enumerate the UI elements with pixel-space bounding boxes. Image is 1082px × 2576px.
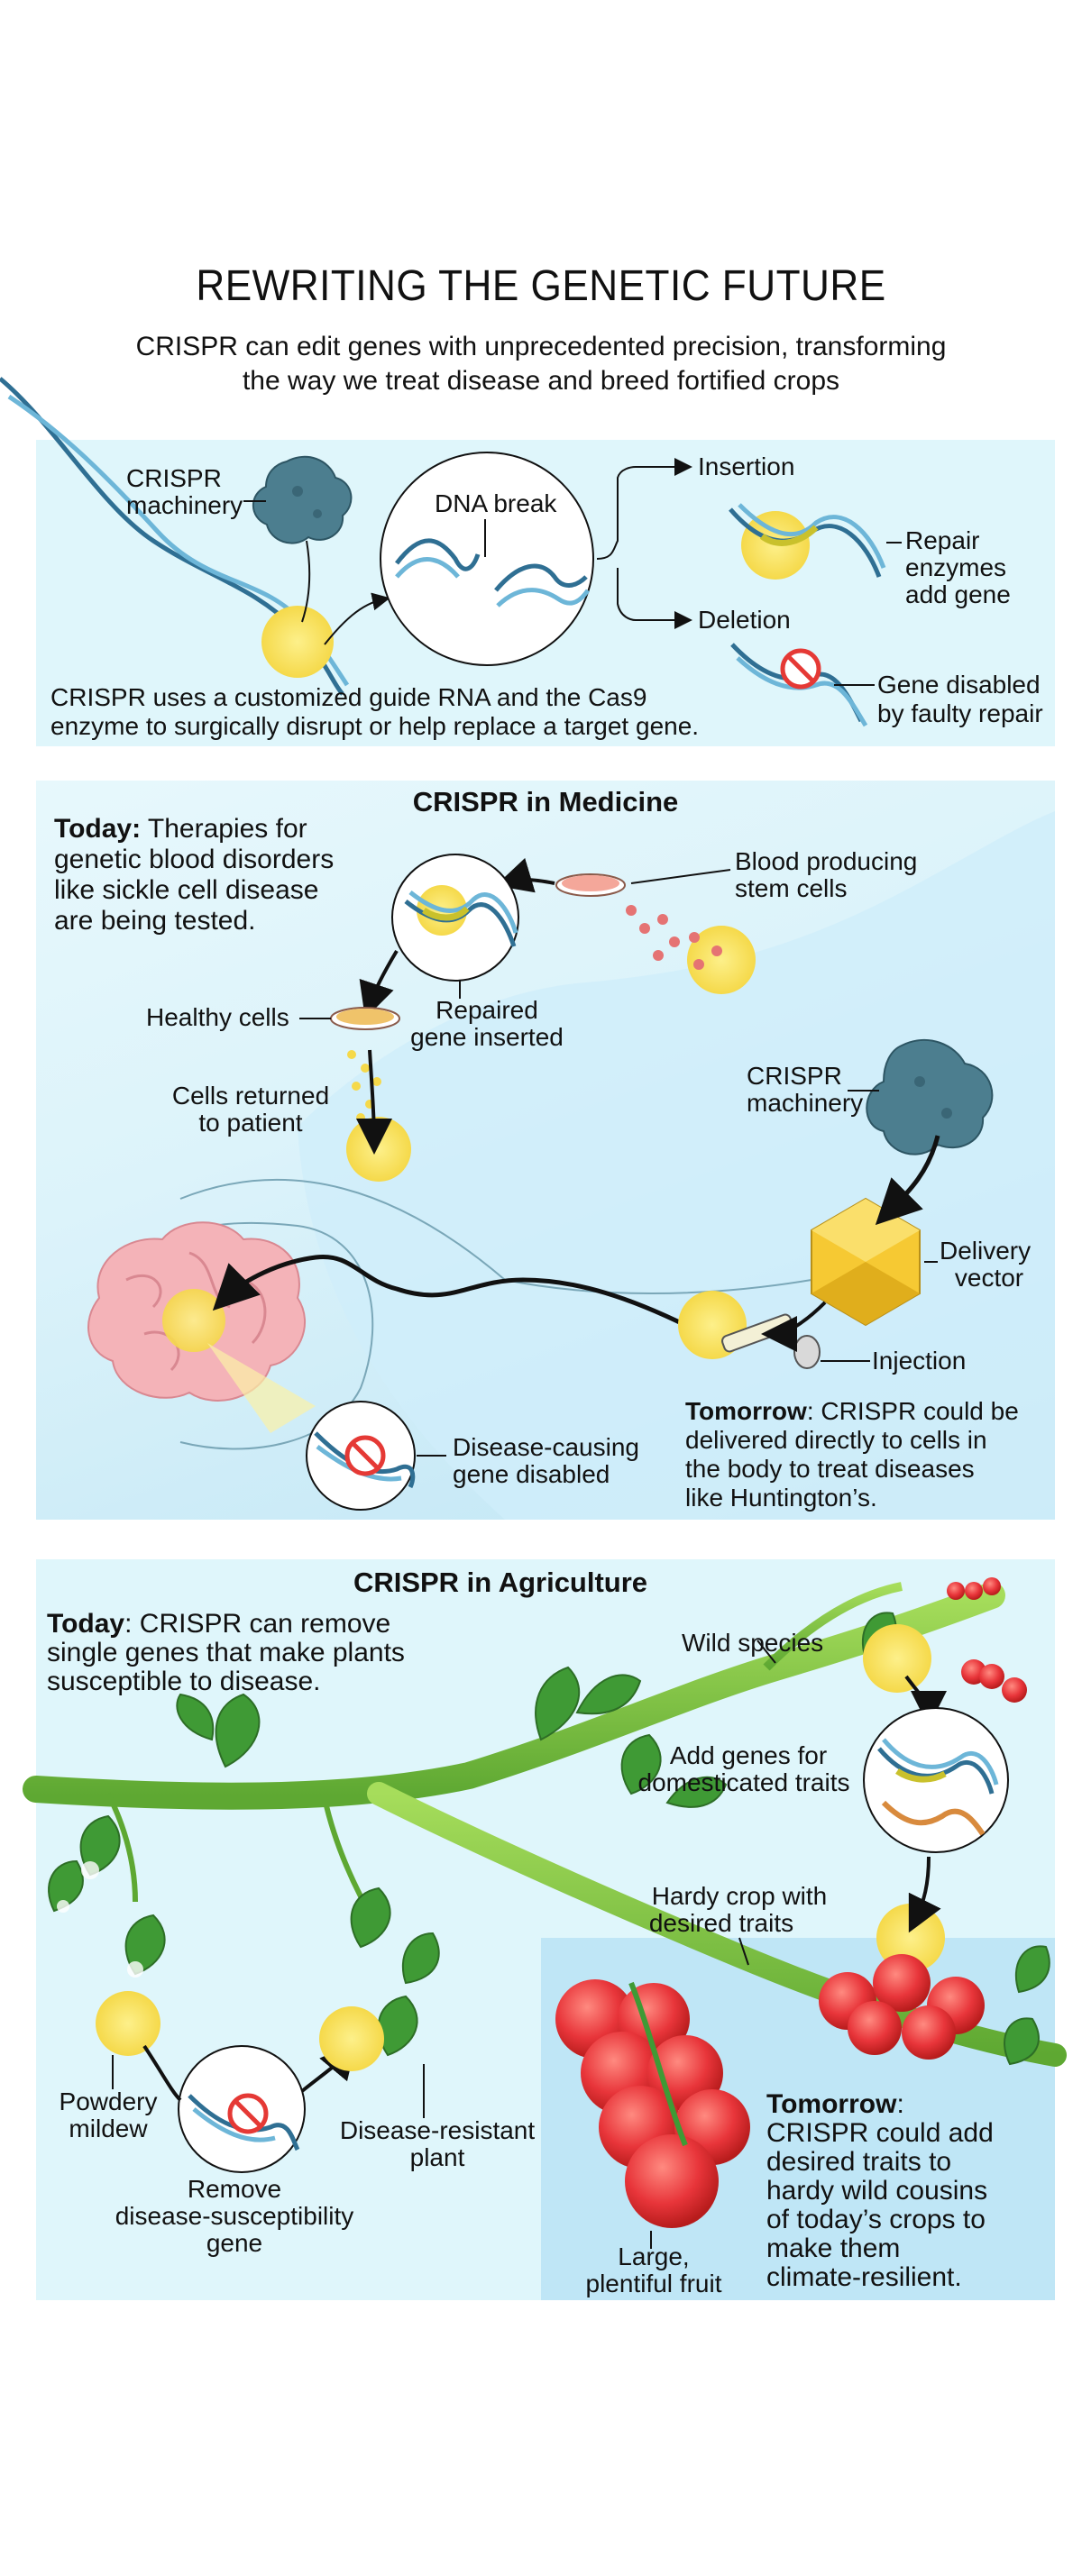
tomato-icon xyxy=(819,1954,985,2060)
delivery-vector-label-2: vector xyxy=(954,1264,1024,1292)
blood-cells-label-2: stem cells xyxy=(735,874,848,902)
highlight-spot xyxy=(863,1624,931,1693)
large-fruit-label-2: plentiful fruit xyxy=(585,2270,722,2297)
dna-break-zoom-circle xyxy=(380,452,594,666)
remove-gene-label-2: disease-susceptibility xyxy=(115,2202,354,2230)
panel1-caption-line2: enzyme to surgically disrupt or help rep… xyxy=(50,712,700,740)
dna-break-label: DNA break xyxy=(435,489,557,517)
agriculture-today-line2: single genes that make plants xyxy=(47,1638,405,1667)
wild-species-label: Wild species xyxy=(682,1629,824,1657)
agriculture-tomorrow-line7: climate-resilient. xyxy=(766,2262,962,2292)
medicine-tomorrow-line2: delivered directly to cells in xyxy=(685,1426,987,1454)
panel1-caption-line1: CRISPR uses a customized guide RNA and t… xyxy=(50,683,647,711)
highlight-spot xyxy=(96,1991,160,2056)
hardy-crop-label-1: Hardy crop with xyxy=(651,1882,828,1910)
medicine-today-line1: Today: Therapies for xyxy=(54,814,307,844)
leaf-icon xyxy=(48,1612,1050,2066)
large-fruit-label-1: Large, xyxy=(618,2243,690,2270)
medicine-tomorrow-line1: Tomorrow: CRISPR could be xyxy=(685,1397,1019,1425)
repair-label-1: Repair xyxy=(905,526,980,554)
insertion-label: Insertion xyxy=(698,452,795,480)
deletion-label: Deletion xyxy=(698,606,791,634)
medicine-tomorrow-line4: like Huntington’s. xyxy=(685,1484,877,1512)
disease-resistant-label-2: plant xyxy=(409,2143,465,2171)
remove-gene-label-3: gene xyxy=(206,2229,263,2257)
agriculture-tomorrow-line2: CRISPR could add xyxy=(766,2118,994,2148)
petri-dish-icon xyxy=(330,1007,400,1030)
medicine-today-line4: are being tested. xyxy=(54,906,256,936)
delivery-vector-label-1: Delivery xyxy=(940,1237,1032,1265)
page-title: REWRITING THE GENETIC FUTURE xyxy=(196,262,886,310)
gene-disabled-label-1: Gene disabled xyxy=(877,671,1041,699)
hardy-crop-label-2: desired traits xyxy=(648,1909,794,1937)
agriculture-tomorrow-line6: make them xyxy=(766,2233,901,2263)
agriculture-today-line3: susceptible to disease. xyxy=(47,1667,321,1696)
page-subtitle-line1: CRISPR can edit genes with unprecedented… xyxy=(135,332,947,361)
tomato-icon xyxy=(555,1979,750,2228)
no-symbol-icon xyxy=(780,648,821,690)
crispr-machinery-label-3: CRISPR xyxy=(747,1062,842,1090)
highlight-spot xyxy=(346,1117,411,1182)
agriculture-tomorrow-line5: of today’s crops to xyxy=(766,2205,986,2234)
powdery-mildew-label-2: mildew xyxy=(69,2115,148,2142)
repaired-dna-icon xyxy=(729,503,886,580)
medicine-today-line2: genetic blood disorders xyxy=(54,845,335,874)
repaired-gene-label-2: gene inserted xyxy=(410,1023,564,1051)
add-genes-label-1: Add genes for xyxy=(669,1741,828,1769)
highlight-spot xyxy=(319,2006,384,2071)
medicine-today-line3: like sickle cell disease xyxy=(54,875,319,905)
agriculture-title: CRISPR in Agriculture xyxy=(353,1567,648,1598)
highlight-spot xyxy=(687,926,756,994)
repair-label-2: enzymes xyxy=(905,553,1007,581)
remove-gene-label-1: Remove xyxy=(187,2175,282,2203)
crispr-machinery-label-4: machinery xyxy=(747,1089,864,1117)
highlight-spot xyxy=(162,1289,225,1352)
medicine-tomorrow-line3: the body to treat diseases xyxy=(685,1455,975,1483)
agriculture-tomorrow-line1: Tomorrow: xyxy=(766,2089,904,2119)
disease-gene-label-2: gene disabled xyxy=(453,1460,610,1488)
crispr-protein-icon xyxy=(252,455,353,544)
repair-label-3: add gene xyxy=(905,580,1011,608)
cells-returned-label-1: Cells returned xyxy=(171,1082,330,1110)
disease-resistant-label-1: Disease-resistant xyxy=(339,2116,536,2144)
crispr-machinery-label-1: CRISPR xyxy=(126,464,222,492)
petri-dish-icon xyxy=(555,873,626,897)
powdery-mildew-label-1: Powdery xyxy=(59,2087,158,2115)
blood-cells-label-1: Blood producing xyxy=(735,847,918,875)
broken-dna-icon xyxy=(395,538,591,607)
crispr-protein-icon xyxy=(866,1038,994,1156)
agriculture-tomorrow-line4: hardy wild cousins xyxy=(766,2176,988,2206)
cells-returned-label-2: to patient xyxy=(198,1109,303,1137)
medicine-title: CRISPR in Medicine xyxy=(412,786,679,818)
repaired-gene-label-1: Repaired xyxy=(436,996,538,1024)
injection-label: Injection xyxy=(872,1347,967,1375)
page-subtitle-line2: the way we treat disease and breed forti… xyxy=(242,366,840,396)
add-genes-label-2: domesticated traits xyxy=(637,1768,850,1796)
agriculture-today-line1: Today: CRISPR can remove xyxy=(47,1609,391,1639)
crispr-machinery-label-2: machinery xyxy=(126,491,243,519)
agriculture-tomorrow-line3: desired traits to xyxy=(766,2147,952,2177)
disease-gene-label-1: Disease-causing xyxy=(453,1433,639,1461)
healthy-cells-label: Healthy cells xyxy=(146,1003,289,1031)
gene-disabled-label-2: by faulty repair xyxy=(877,699,1043,727)
highlight-spot xyxy=(261,606,334,678)
